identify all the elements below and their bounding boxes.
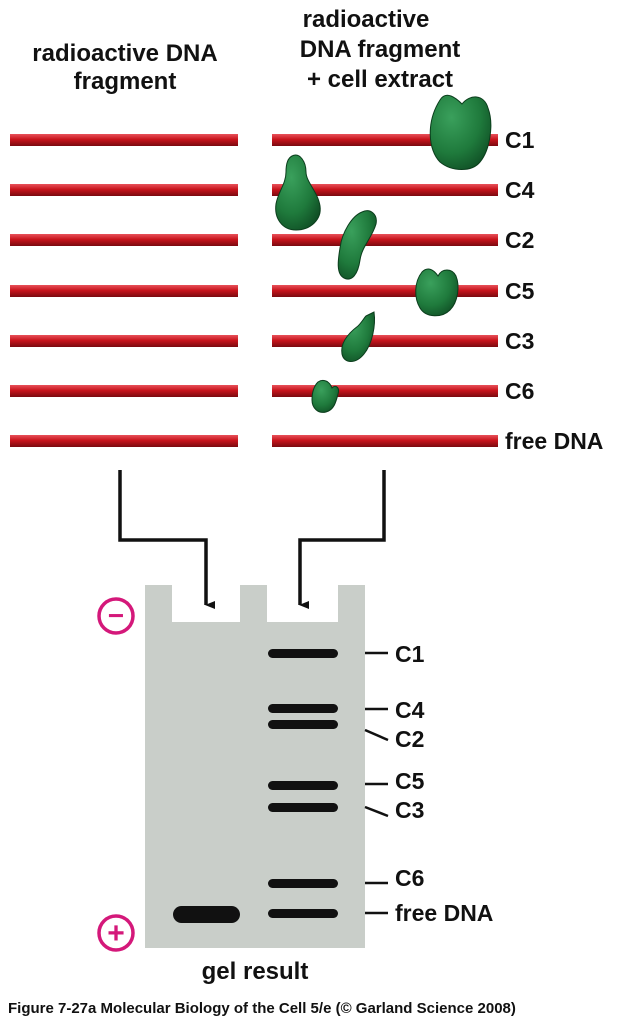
- gel-band: [268, 909, 338, 918]
- left-header-line-1: radioactive DNA: [32, 40, 217, 67]
- figure-caption: Figure 7-27a Molecular Biology of the Ce…: [8, 1000, 516, 1017]
- complex-label: free DNA: [505, 428, 603, 454]
- complex-label: C4: [505, 177, 535, 203]
- gel-band: [268, 720, 338, 729]
- gel-band: [268, 781, 338, 790]
- dna-strand: [272, 335, 498, 347]
- right-header-line-2: DNA fragment: [300, 36, 460, 63]
- band-label: C4: [395, 697, 425, 723]
- band-label: C3: [395, 797, 424, 823]
- plus-symbol: +: [107, 917, 125, 950]
- band-label: C5: [395, 768, 425, 794]
- protein-c1-blob: [429, 94, 492, 170]
- band-label: C2: [395, 726, 424, 752]
- protein-c3-blob: [341, 311, 375, 362]
- gel-bands-right-lane: [268, 649, 338, 918]
- band-leader-lines: [364, 651, 389, 915]
- right-header-line-3: + cell extract: [307, 66, 453, 93]
- complex-label: C1: [505, 127, 535, 153]
- minus-symbol: −: [108, 600, 124, 631]
- left-sample-arrow: [118, 470, 215, 609]
- bound-proteins: [275, 94, 492, 413]
- dna-strand: [10, 134, 238, 146]
- complex-label: C5: [505, 278, 535, 304]
- gel-band: [268, 879, 338, 888]
- band-label: free DNA: [395, 900, 493, 926]
- dna-strand: [10, 234, 238, 246]
- dna-strand: [272, 435, 498, 447]
- right-dna-strands: [272, 134, 498, 447]
- dna-strand: [10, 435, 238, 447]
- dna-strand: [272, 285, 498, 297]
- minus-electrode: −: [97, 597, 135, 635]
- gel-title: gel result: [202, 958, 309, 985]
- dna-strand: [10, 285, 238, 297]
- left-header-line-2: fragment: [74, 68, 177, 95]
- band-label: C1: [395, 641, 425, 667]
- protein-c5-blob: [415, 268, 459, 317]
- plus-electrode: +: [97, 914, 135, 952]
- complex-label: C6: [505, 378, 534, 404]
- right-sample-arrow: [298, 470, 386, 609]
- dna-strand: [272, 234, 498, 246]
- complex-label: C3: [505, 328, 534, 354]
- complex-label: C2: [505, 227, 534, 253]
- dna-strand: [10, 385, 238, 397]
- dna-strand: [10, 335, 238, 347]
- protein-c4-blob: [275, 154, 321, 231]
- gel-band: [268, 803, 338, 812]
- gel-band: [268, 704, 338, 713]
- band-label: C6: [395, 865, 424, 891]
- dna-strand: [10, 184, 238, 196]
- dna-strand: [272, 385, 498, 397]
- left-dna-strands: [10, 134, 238, 447]
- gel-slab: [145, 585, 365, 948]
- dna-strand: [272, 184, 498, 196]
- protein-c6-blob: [311, 379, 339, 413]
- gel-band-left-free-dna: [173, 906, 240, 923]
- protein-c2-blob: [337, 210, 377, 280]
- gel-band: [268, 649, 338, 658]
- right-header-line-1: radioactive: [303, 6, 430, 33]
